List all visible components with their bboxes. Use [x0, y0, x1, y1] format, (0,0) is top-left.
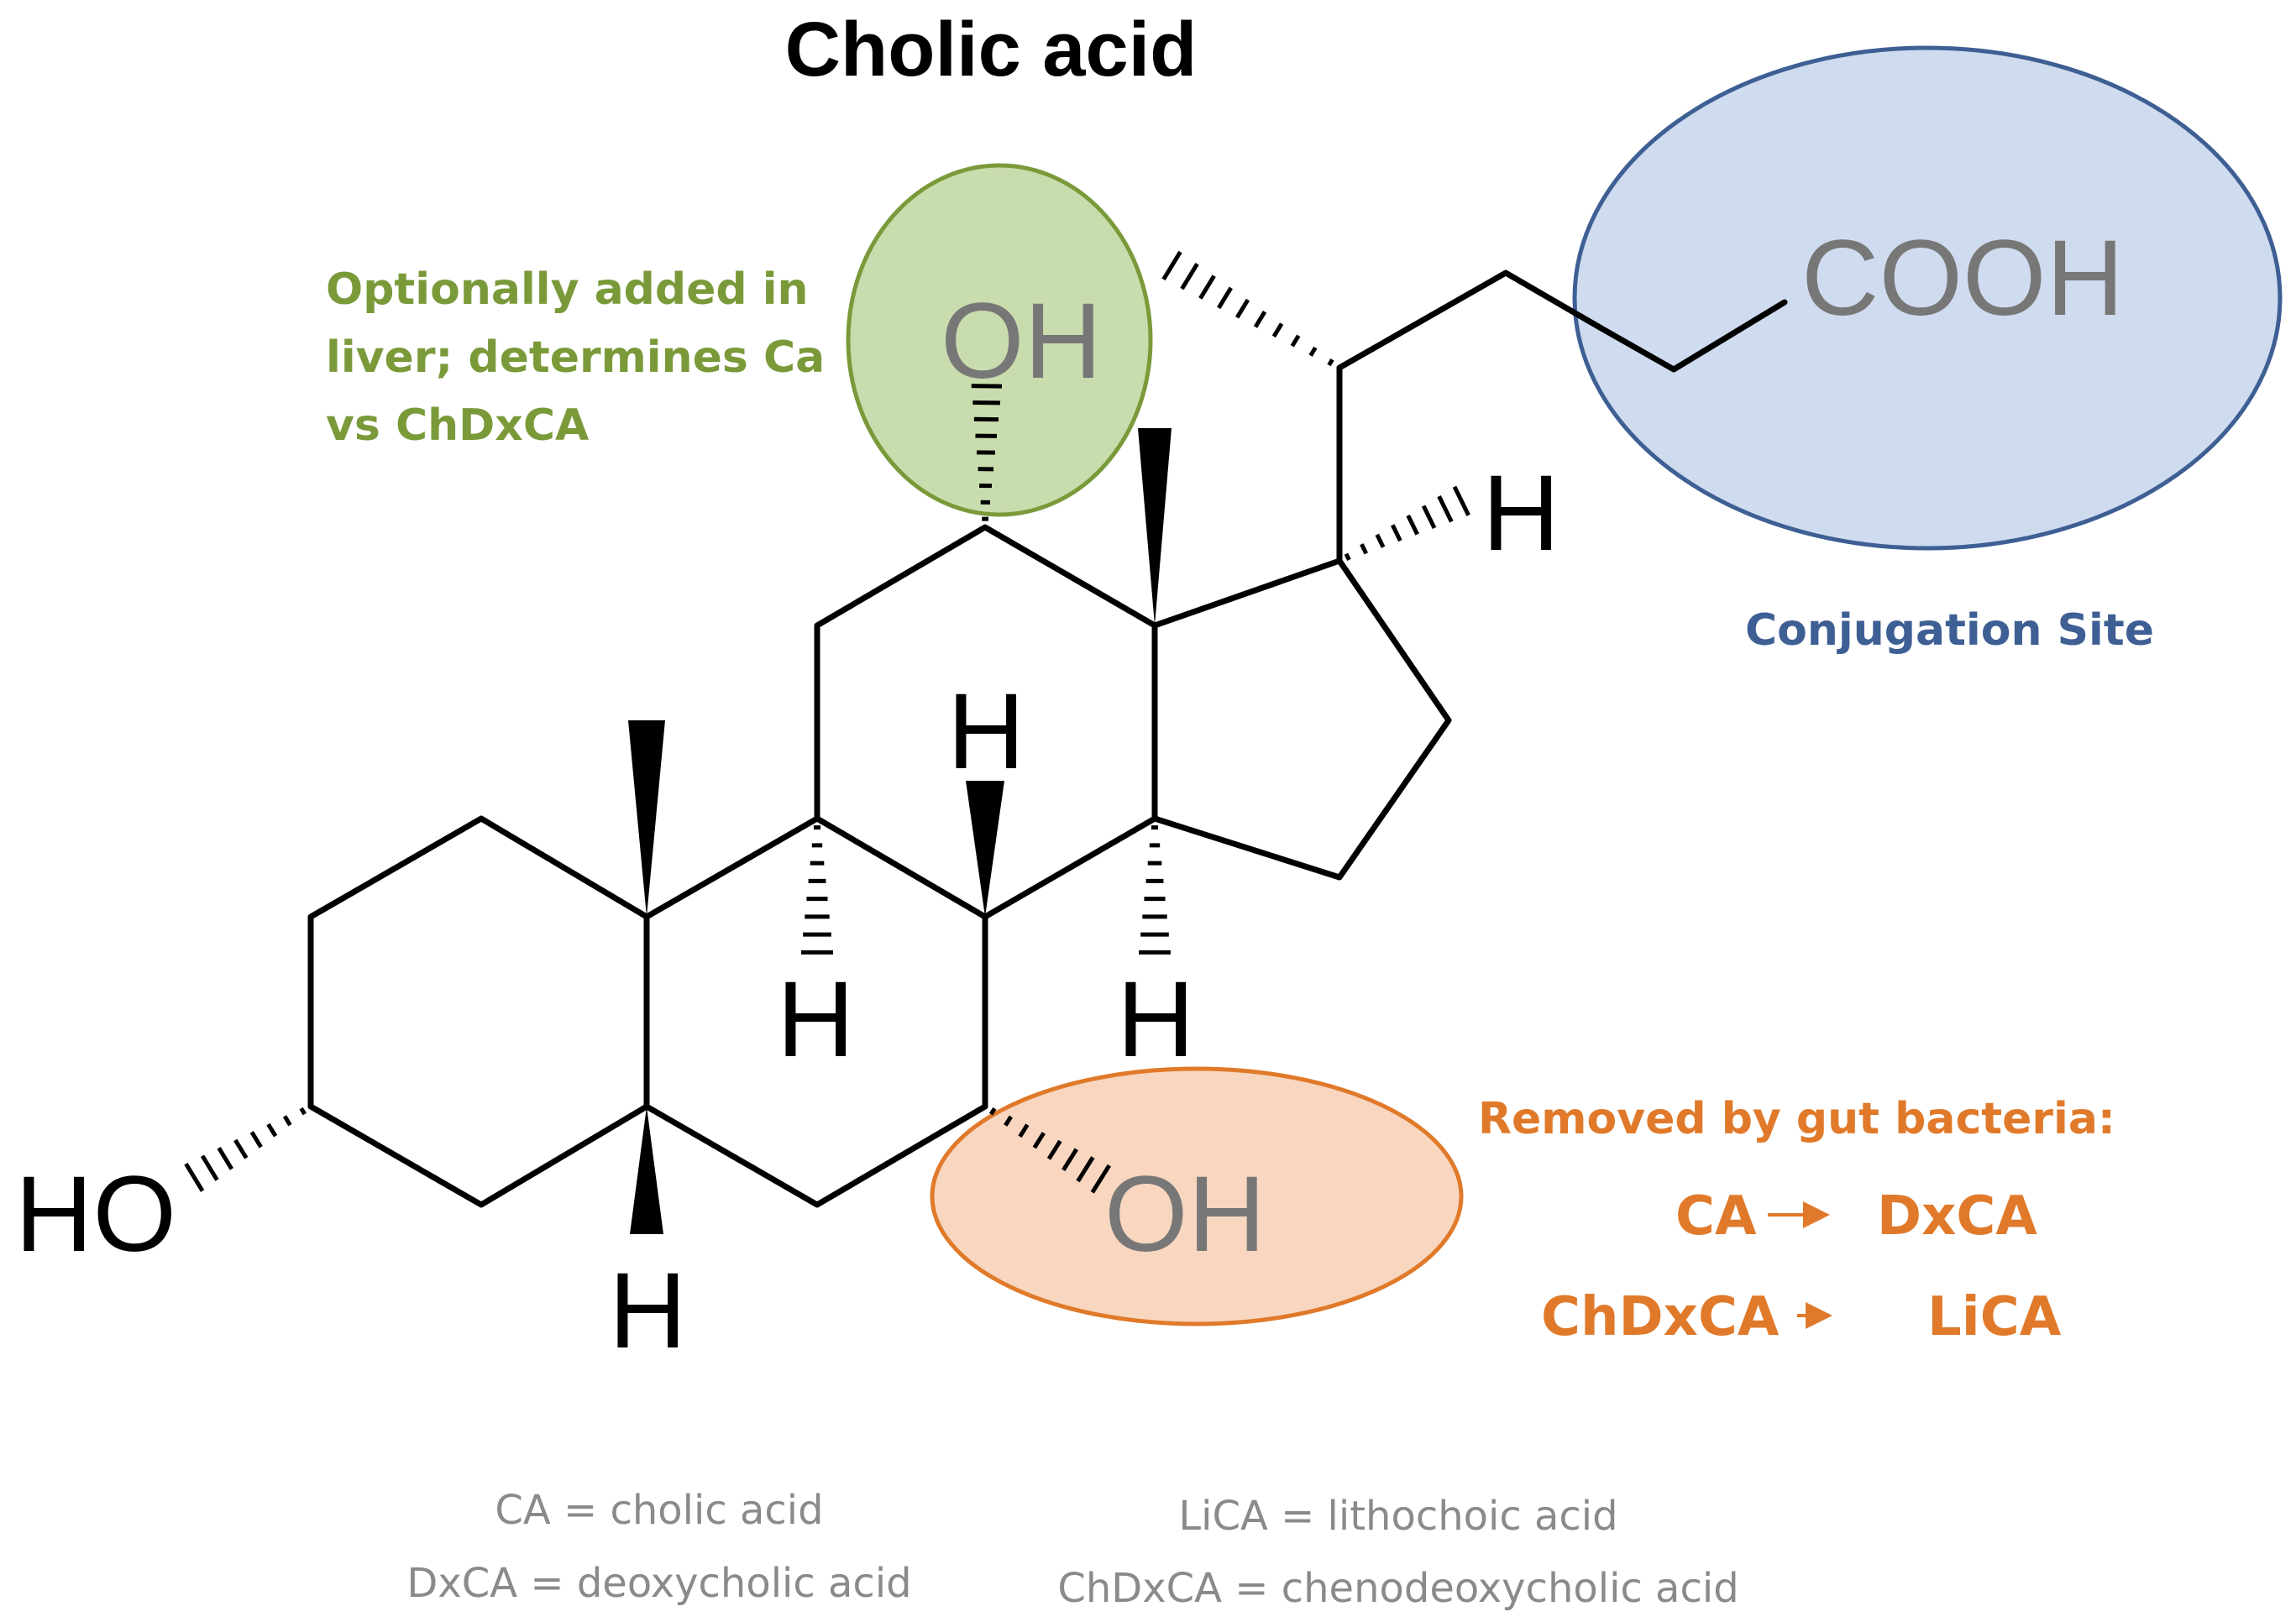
conversion-1-from: CA — [1675, 1185, 1757, 1248]
hash-c3-ho-stroke — [249, 1131, 263, 1148]
conjugation-site-highlight — [1572, 45, 2283, 551]
legend-right-line-2: ChDxCA = chenodeoxycholic acid — [1057, 1565, 1738, 1612]
hash-c17-h — [1344, 485, 1470, 561]
hash-c3-ho-stroke — [233, 1138, 249, 1159]
hash-c7-oh-stroke — [1032, 1132, 1046, 1149]
hash-c17-h-stroke — [1406, 514, 1419, 536]
hash-c3-ho — [184, 1107, 307, 1192]
atom-oh-c7: OH — [1104, 1154, 1266, 1274]
hash-c7-oh-stroke — [1090, 1164, 1111, 1194]
hash-c20-methyl-stroke — [1180, 262, 1199, 290]
green-note-line-1: Optionally added in — [326, 264, 809, 315]
atom-cooh: COOH — [1801, 218, 2124, 338]
hash-c9-h — [801, 825, 833, 955]
hash-c20-methyl-stroke — [1290, 334, 1301, 348]
hash-c20-methyl-stroke — [1253, 311, 1267, 328]
atom-oh-c12: OH — [941, 281, 1102, 401]
hash-c7-oh-stroke — [1018, 1123, 1030, 1138]
conversion-1-to: DxCA — [1877, 1185, 2037, 1248]
hash-c3-ho-stroke — [299, 1107, 307, 1116]
atom-h-c5: H — [609, 1251, 686, 1371]
hash-c20-methyl-stroke — [1327, 358, 1334, 367]
legend-left-line-1: CA = cholic acid — [495, 1487, 823, 1534]
hash-c3-ho-stroke — [217, 1147, 234, 1170]
hash-c20-methyl-stroke — [1161, 250, 1182, 281]
removed-hydroxyl-highlight — [930, 1066, 1464, 1326]
hash-c7-oh — [988, 1107, 1111, 1194]
green-note-line-3: vs ChDxCA — [326, 400, 589, 451]
green-annotation: Optionally added in liver; determines Ca… — [326, 264, 825, 451]
hash-c17-h-stroke — [1375, 533, 1386, 548]
atom-h-c8: H — [947, 672, 1025, 792]
hash-c20-methyl — [1161, 250, 1334, 367]
legend-left-line-2: DxCA = deoxycholic acid — [406, 1560, 911, 1607]
hash-c17-h-stroke — [1421, 505, 1437, 530]
hash-c7-oh-stroke — [1076, 1156, 1095, 1183]
orange-annotation: Removed by gut bacteria: CA DxCA ChDxCA … — [1478, 1094, 2115, 1348]
conversion-2-from: ChDxCA — [1541, 1286, 1780, 1348]
hash-c20-methyl-stroke — [1271, 322, 1284, 338]
atom-h-c9: H — [777, 960, 854, 1080]
hash-c17-h-stroke — [1437, 495, 1454, 523]
conjugation-site-label: Conjugation Site — [1745, 605, 2154, 656]
hash-c3-ho-stroke — [184, 1162, 205, 1192]
hash-c7-oh-stroke — [1004, 1115, 1013, 1127]
abbreviation-legend: CA = cholic acid DxCA = deoxycholic acid… — [406, 1487, 1738, 1612]
hash-c7-oh-stroke — [1046, 1139, 1062, 1160]
hash-c20-methyl-stroke — [1198, 275, 1216, 300]
diagram-title: Cholic acid — [785, 7, 1198, 92]
hash-c7-oh-stroke — [1062, 1148, 1078, 1172]
atom-ho-c3: HO — [15, 1154, 176, 1274]
hash-c17-h-stroke — [1452, 485, 1470, 516]
hash-c20-methyl-stroke — [1217, 286, 1233, 310]
wedge-bonds — [628, 428, 1172, 1234]
hash-c12-oh — [971, 384, 1003, 521]
atom-h-c17: H — [1482, 453, 1559, 573]
legend-right-line-1: LiCA = lithochoic acid — [1178, 1493, 1617, 1540]
hash-c3-ho-stroke — [282, 1115, 292, 1127]
hash-c20-methyl-stroke — [1234, 298, 1250, 319]
green-note-line-2: liver; determines Ca — [326, 332, 825, 383]
conversion-2-to: LiCA — [1927, 1286, 2062, 1348]
atom-h-c14: H — [1117, 960, 1194, 1080]
orange-heading: Removed by gut bacteria: — [1478, 1094, 2115, 1144]
hash-c3-ho-stroke — [266, 1122, 278, 1138]
hash-c17-h-stroke — [1344, 552, 1351, 561]
hash-c17-h-stroke — [1360, 543, 1369, 555]
hash-c17-h-stroke — [1390, 524, 1402, 542]
hash-c14-h — [1139, 825, 1171, 955]
optional-hydroxyl-highlight — [846, 163, 1153, 517]
hash-c3-ho-stroke — [200, 1154, 219, 1181]
hashed-bonds — [184, 250, 1470, 1194]
hash-c20-methyl-stroke — [1308, 346, 1318, 357]
hash-c7-oh-stroke — [988, 1107, 997, 1116]
